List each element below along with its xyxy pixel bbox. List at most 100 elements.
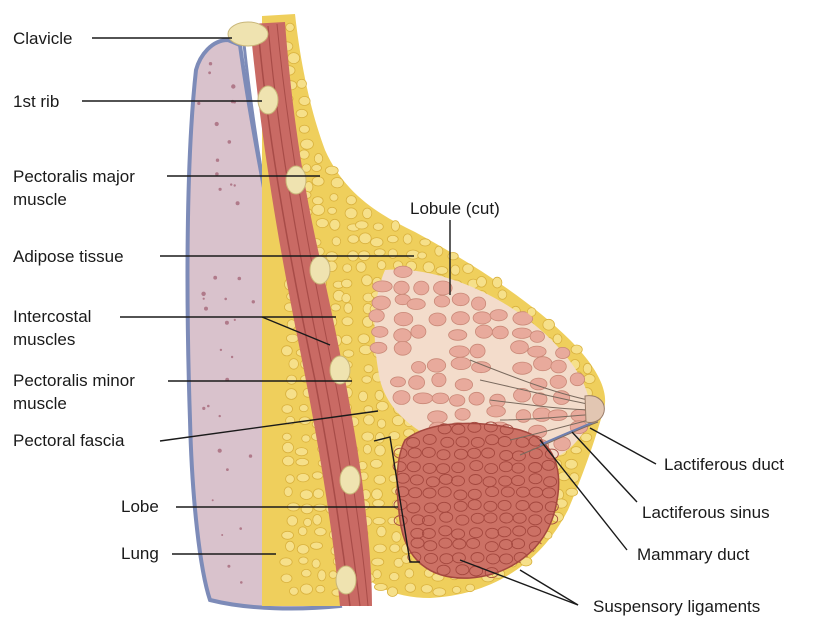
fat-globule — [301, 504, 313, 514]
fat-globule — [388, 249, 397, 258]
lung-dot — [228, 140, 232, 144]
fat-globule — [315, 528, 327, 536]
fat-globule — [373, 518, 385, 525]
lung-dot — [234, 319, 236, 321]
fat-globule — [362, 376, 372, 383]
fat-globule — [345, 208, 357, 219]
fat-globule — [374, 475, 386, 484]
lung-dot — [197, 102, 200, 105]
label-lung: Lung — [121, 544, 159, 563]
rib-5 — [340, 466, 360, 494]
fat-globule — [543, 319, 555, 330]
lobule — [472, 297, 486, 310]
fat-globule — [325, 166, 338, 175]
lobule — [407, 299, 425, 310]
fat-globule — [436, 267, 448, 275]
fat-globule — [571, 345, 582, 354]
lung-dot — [219, 188, 222, 191]
fat-globule — [463, 264, 474, 274]
lung-dot — [219, 415, 221, 417]
fat-globule — [341, 335, 352, 344]
rib-1 — [258, 86, 278, 114]
lung-dot — [218, 449, 222, 453]
fat-globule — [390, 544, 400, 552]
fat-globule — [300, 490, 312, 500]
lobule — [393, 391, 410, 405]
lobule — [473, 312, 491, 324]
lung-dot — [231, 356, 233, 358]
lung-dot — [224, 298, 227, 301]
rib-4 — [330, 356, 350, 384]
fat-globule — [297, 545, 309, 555]
fat-globule — [283, 442, 294, 452]
lung-dot — [220, 349, 222, 351]
fat-globule — [373, 570, 381, 579]
fat-globule — [281, 574, 292, 583]
fat-globule — [282, 531, 294, 539]
lung-dot — [227, 565, 230, 568]
lobule — [516, 410, 531, 423]
rib-3 — [310, 256, 330, 284]
fat-globule — [316, 219, 328, 228]
fat-globule — [282, 405, 293, 414]
fat-globule — [299, 97, 310, 106]
fat-globule — [301, 139, 314, 149]
fat-globule — [346, 196, 356, 205]
fat-globule — [372, 489, 383, 500]
leader-lactiferous-duct — [590, 428, 656, 464]
lobule — [370, 342, 387, 353]
fat-globule — [312, 559, 320, 568]
lung-dot — [249, 454, 252, 457]
fat-globule — [403, 234, 412, 244]
fat-globule — [296, 109, 307, 117]
lobule — [513, 362, 532, 374]
lobule — [470, 344, 485, 358]
fat-globule — [289, 359, 299, 370]
lobule — [492, 326, 508, 339]
label-mammary-duct: Mammary duct — [637, 545, 750, 564]
lobule — [369, 310, 384, 322]
fat-globule — [363, 444, 371, 454]
fat-globule — [330, 219, 340, 230]
lobule — [530, 331, 544, 343]
fat-globule — [282, 346, 293, 356]
fat-globule — [312, 165, 322, 172]
lung-dot — [225, 321, 229, 325]
fat-globule — [304, 518, 312, 526]
fat-globule — [283, 456, 294, 466]
fat-globule — [359, 233, 371, 244]
lung-dot — [204, 307, 208, 311]
fat-globule — [314, 154, 322, 164]
lung-dot — [209, 62, 212, 65]
lung-dot — [201, 292, 205, 296]
label-pectoralis-minor-line2: muscle — [13, 394, 67, 413]
fat-globule — [298, 527, 307, 536]
lung-dot — [226, 468, 229, 471]
fat-globule — [288, 53, 300, 64]
fat-globule — [377, 261, 386, 270]
fat-globule — [343, 264, 352, 272]
fat-globule — [375, 390, 384, 400]
label-adipose-tissue: Adipose tissue — [13, 247, 124, 266]
label-pectoralis-minor-line1: Pectoralis minor — [13, 371, 135, 390]
fat-globule — [312, 177, 324, 186]
lobule — [548, 410, 567, 421]
fat-globule — [421, 585, 432, 593]
fat-globule — [312, 204, 325, 215]
fat-globule — [373, 223, 383, 230]
fat-globule — [362, 275, 373, 286]
fat-globule — [374, 584, 387, 591]
fat-globule — [364, 415, 375, 425]
lobule — [432, 393, 449, 404]
lobule — [432, 373, 446, 387]
fat-globule — [299, 557, 308, 564]
fat-globule — [581, 433, 592, 441]
lobule — [556, 347, 570, 358]
lobule — [414, 281, 429, 295]
fat-globule — [342, 279, 352, 288]
lobule — [428, 411, 448, 423]
fat-globule — [570, 473, 579, 483]
fat-globule — [387, 235, 398, 242]
fat-globule — [374, 249, 385, 256]
